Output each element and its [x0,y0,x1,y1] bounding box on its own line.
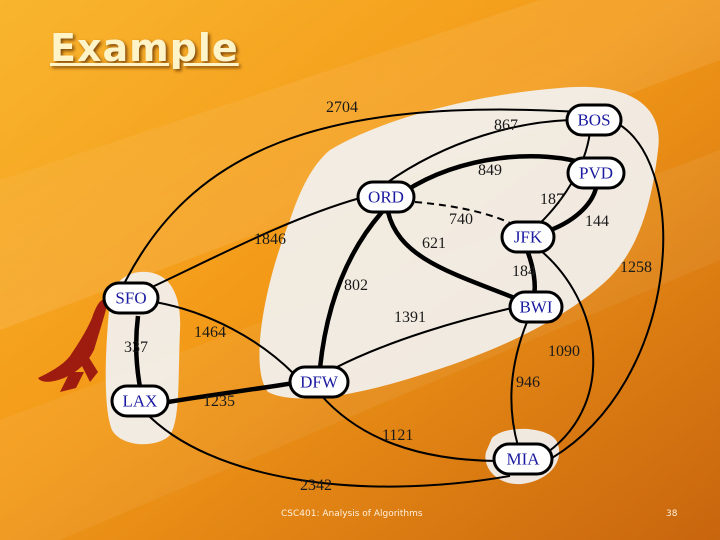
node-lax: LAX [110,384,170,418]
weight-label-2342: 2342 [300,477,332,494]
edge-bwi-mia [510,321,528,447]
edge-jfk-bos [534,131,591,229]
edge-sfo-ord [149,197,361,289]
edge-dfw-bwi [334,307,513,369]
weight-label-946: 946 [516,374,540,391]
node-jfk: JFK [500,220,556,254]
footer-page-number: 38 [666,509,678,519]
node-label-pvd: PVD [579,164,613,183]
edge-bos-mia [551,124,665,459]
node-label-bwi: BWI [519,298,552,317]
node-bwi: BWI [508,290,564,324]
footer-course-title: CSC401: Analysis of Algorithms [281,509,423,519]
weight-label-1090: 1090 [548,343,580,360]
region-east-blob [259,86,659,399]
edge-sfo-dfw [154,301,295,375]
weight-label-1258: 1258 [620,259,652,276]
edge-lax-dfw [167,380,295,405]
edge-sfo-bos [121,108,582,289]
edge-jfk-mia [539,249,595,453]
node-sfo: SFO [102,281,160,315]
node-bos: BOS [565,103,623,137]
node-label-lax: LAX [123,392,158,411]
weight-label-2704: 2704 [326,99,358,116]
node-label-dfw: DFW [300,373,339,392]
weight-label-187: 187 [540,191,564,208]
node-label-sfo: SFO [115,289,146,308]
edge-ord-bwi [385,211,533,308]
node-dfw: DFW [288,365,350,399]
node-mia: MIA [492,442,554,476]
weight-label-621: 621 [422,235,446,252]
weight-label-1121: 1121 [382,427,413,444]
weight-label-1391: 1391 [394,309,426,326]
node-pvd: PVD [566,156,626,190]
edge-ord-dfw [317,210,384,369]
edge-ord-bos [384,119,571,185]
weight-label-337: 337 [124,339,148,356]
edge-dfw-mia [319,393,497,462]
weight-label-867: 867 [494,117,518,134]
weight-label-802: 802 [344,277,368,294]
weight-label-849: 849 [478,162,502,179]
edge-ord-pvd [402,153,591,194]
slide-title: Example [50,26,239,70]
node-label-mia: MIA [506,450,540,469]
weight-label-1846: 1846 [254,231,286,248]
edge-lax-mia [144,411,511,488]
weight-label-1464: 1464 [194,324,226,341]
node-label-ord: ORD [368,188,404,207]
node-label-bos: BOS [577,111,610,130]
runner-figure-image [38,299,108,392]
weight-label-184: 184 [512,263,536,280]
edge-sfo-lax [134,315,143,388]
weight-label-144: 144 [585,213,609,230]
weight-label-740: 740 [449,211,473,228]
node-label-jfk: JFK [514,228,543,247]
node-ord: ORD [356,180,416,214]
weight-label-1235: 1235 [203,393,235,410]
